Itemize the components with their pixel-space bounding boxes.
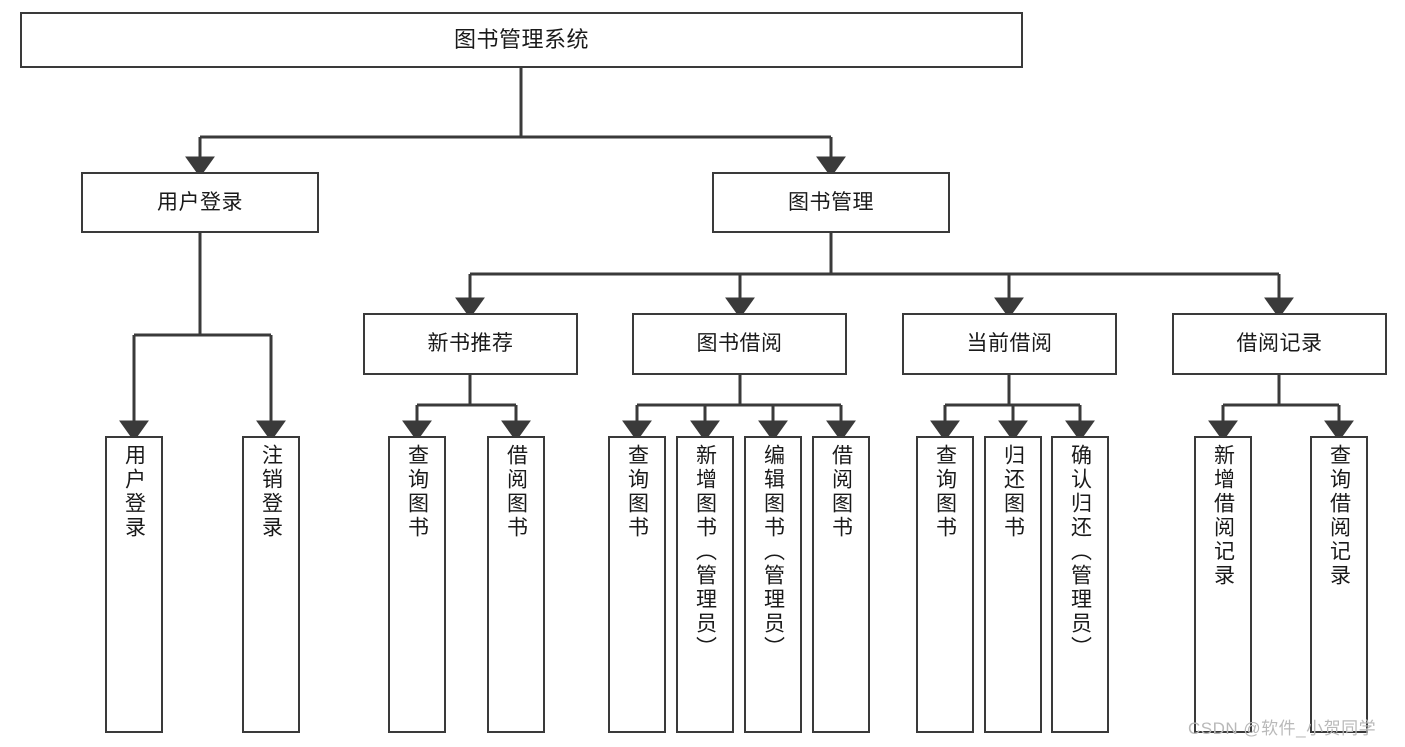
node-leaf-add-book-label: 新增图书（管理员）: [693, 444, 717, 660]
node-leaf-logout-label: 注销登录: [259, 444, 283, 540]
node-user-login[interactable]: 用户登录: [81, 172, 319, 233]
node-leaf-user-login[interactable]: 用户登录: [105, 436, 163, 733]
node-book-borrow-label: 图书借阅: [696, 332, 783, 356]
node-leaf-query-record-label: 查询借阅记录: [1327, 444, 1351, 588]
node-leaf-edit-book[interactable]: 编辑图书（管理员）: [744, 436, 802, 733]
node-new-book-recommend-label: 新书推荐: [427, 332, 514, 356]
node-book-borrow[interactable]: 图书借阅: [632, 313, 847, 375]
node-leaf-query-record[interactable]: 查询借阅记录: [1310, 436, 1368, 733]
csdn-watermark: CSDN @软件_小贺同学: [1188, 719, 1377, 738]
node-borrow-record[interactable]: 借阅记录: [1172, 313, 1387, 375]
node-leaf-user-login-label: 用户登录: [122, 444, 146, 540]
node-borrow-record-label: 借阅记录: [1236, 332, 1323, 356]
edge-group-book-manage: [455, 233, 1294, 319]
node-leaf-borrow-book-2-label: 借阅图书: [829, 444, 853, 540]
node-leaf-return-book-label: 归还图书: [1001, 444, 1025, 540]
node-leaf-query-book-1[interactable]: 查询图书: [388, 436, 446, 733]
node-leaf-query-book-3[interactable]: 查询图书: [916, 436, 974, 733]
node-leaf-query-book-2[interactable]: 查询图书: [608, 436, 666, 733]
edge-group-user-login: [119, 233, 286, 442]
node-root[interactable]: 图书管理系统: [20, 12, 1023, 68]
node-leaf-add-record-label: 新增借阅记录: [1211, 444, 1235, 588]
node-current-borrow[interactable]: 当前借阅: [902, 313, 1117, 375]
node-leaf-edit-book-label: 编辑图书（管理员）: [761, 444, 785, 660]
edge-group-current-borrow: [930, 375, 1095, 442]
node-leaf-add-book[interactable]: 新增图书（管理员）: [676, 436, 734, 733]
node-leaf-add-record[interactable]: 新增借阅记录: [1194, 436, 1252, 733]
node-user-login-label: 用户登录: [157, 190, 243, 214]
node-book-manage-label: 图书管理: [788, 190, 874, 214]
node-leaf-logout[interactable]: 注销登录: [242, 436, 300, 733]
edge-group-book-borrow: [622, 375, 856, 442]
edge-group-borrow-record: [1208, 375, 1354, 442]
node-root-label: 图书管理系统: [453, 26, 589, 52]
node-leaf-confirm-return-label: 确认归还（管理员）: [1068, 444, 1092, 660]
node-leaf-query-book-3-label: 查询图书: [933, 444, 957, 540]
node-book-manage[interactable]: 图书管理: [712, 172, 950, 233]
node-leaf-query-book-2-label: 查询图书: [625, 444, 649, 540]
node-current-borrow-label: 当前借阅: [966, 332, 1053, 356]
node-leaf-borrow-book-1[interactable]: 借阅图书: [487, 436, 545, 733]
node-leaf-borrow-book-1-label: 借阅图书: [504, 444, 528, 540]
node-leaf-query-book-1-label: 查询图书: [405, 444, 429, 540]
node-leaf-return-book[interactable]: 归还图书: [984, 436, 1042, 733]
edge-group-root: [185, 68, 846, 178]
edge-group-new-book-recommend: [402, 375, 531, 442]
node-new-book-recommend[interactable]: 新书推荐: [363, 313, 578, 375]
node-leaf-confirm-return[interactable]: 确认归还（管理员）: [1051, 436, 1109, 733]
node-leaf-borrow-book-2[interactable]: 借阅图书: [812, 436, 870, 733]
